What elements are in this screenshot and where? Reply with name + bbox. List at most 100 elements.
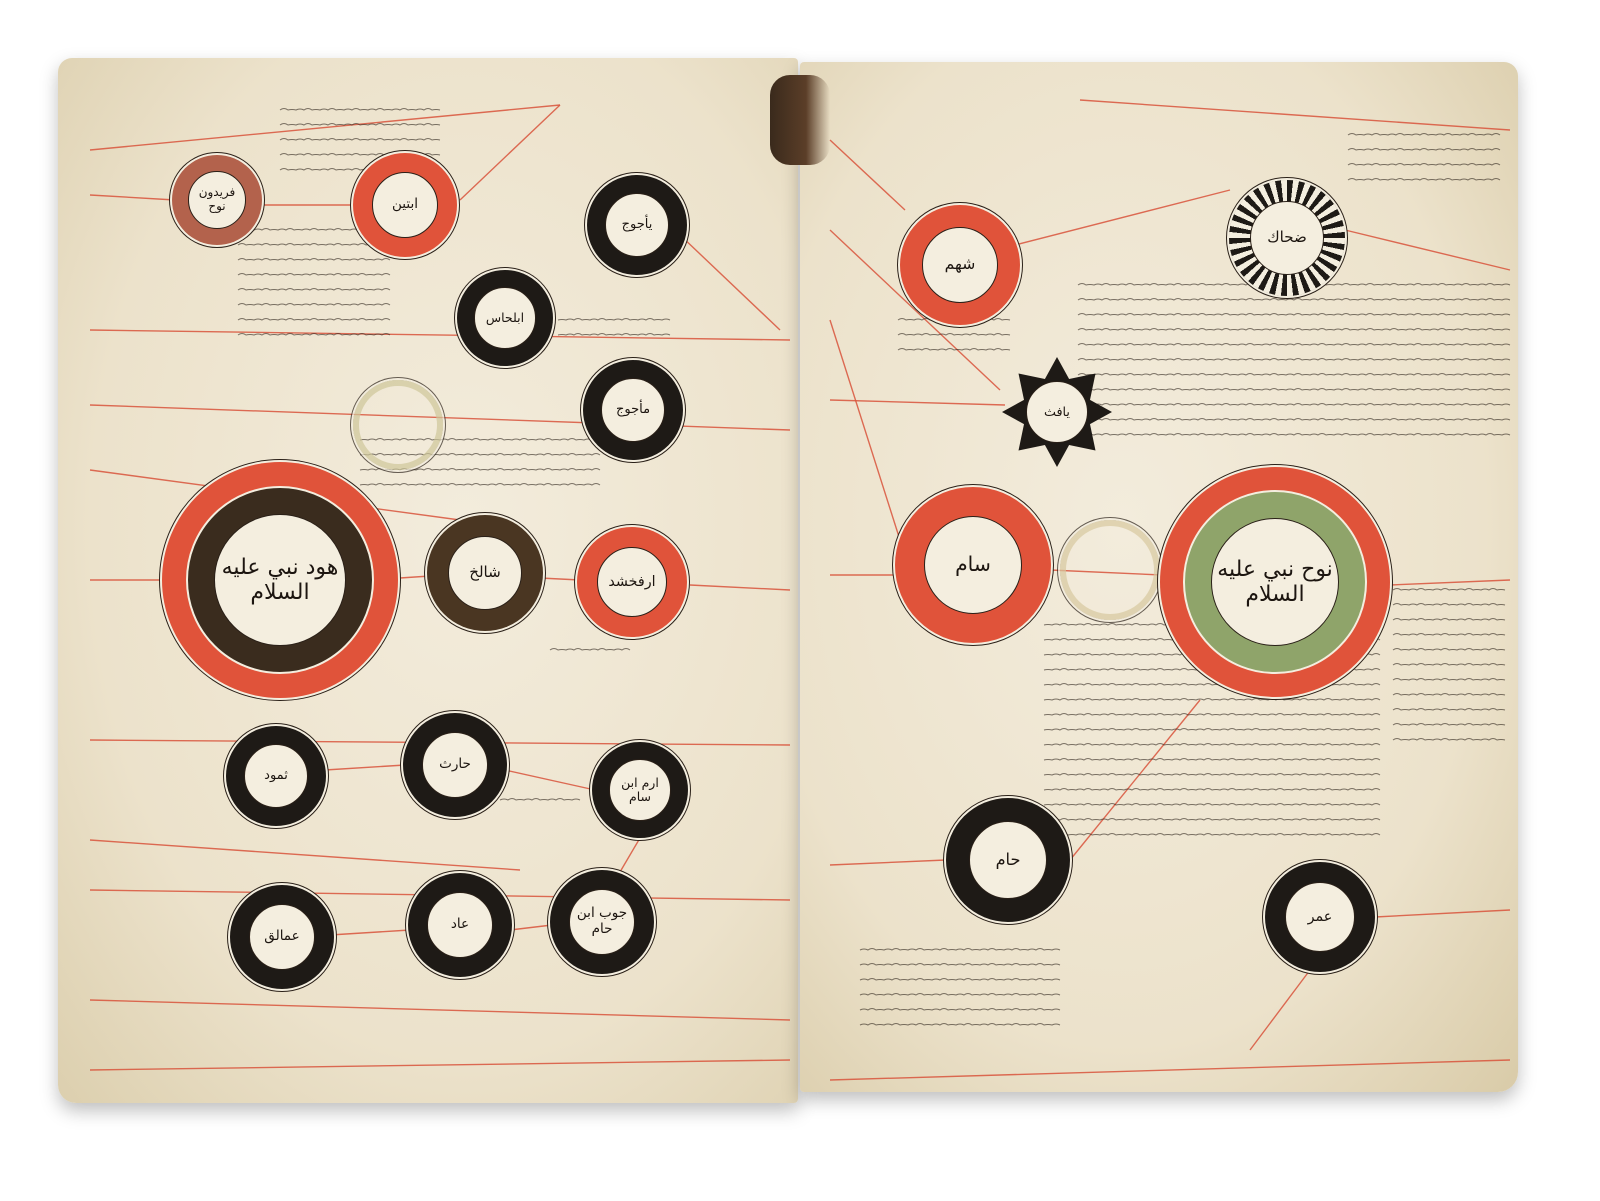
medallion-left-page-2: يأجوج xyxy=(587,175,687,275)
handwritten-annotation xyxy=(279,138,441,141)
handwritten-annotation xyxy=(237,243,391,246)
medallion-name: ارفخشد xyxy=(608,573,656,590)
medallion-left-page-13: عاد xyxy=(408,873,512,977)
handwritten-annotation xyxy=(1043,683,1381,686)
red-line xyxy=(399,575,431,579)
red-line xyxy=(619,837,641,873)
medallion-center: يأجوج xyxy=(605,193,669,257)
medallion-left-page-9: ثمود xyxy=(226,726,326,826)
medallion-name: سام xyxy=(955,552,991,577)
red-line xyxy=(324,764,406,771)
medallion-right-page-7: عمر xyxy=(1265,862,1375,972)
handwritten-annotation xyxy=(1392,603,1506,606)
red-line xyxy=(89,999,791,1021)
handwritten-annotation xyxy=(1077,373,1511,376)
handwritten-annotation xyxy=(557,333,671,336)
medallion-name: عاد xyxy=(450,916,470,933)
handwritten-annotation xyxy=(237,258,391,261)
red-line xyxy=(89,1059,791,1071)
red-line xyxy=(504,769,596,791)
medallion-center: يافث xyxy=(1025,380,1089,444)
handwritten-annotation xyxy=(1043,803,1381,806)
medallion-center: حام xyxy=(968,820,1048,900)
handwritten-annotation xyxy=(859,1023,1061,1026)
medallion-center: نوح نبي عليه السلام xyxy=(1210,517,1340,647)
medallion-name: ابتين xyxy=(392,196,418,213)
red-line xyxy=(829,229,1001,391)
medallion-left-page-0: فريدون نوح xyxy=(172,155,262,245)
handwritten-annotation xyxy=(1347,133,1501,136)
handwritten-annotation xyxy=(1392,663,1506,666)
handwritten-annotation xyxy=(1077,313,1511,316)
red-line xyxy=(1389,579,1511,586)
medallion-center: عمالق xyxy=(248,903,316,971)
medallion-center: ارم ابن سام xyxy=(609,759,671,821)
handwritten-annotation xyxy=(1347,178,1501,181)
medallion-name: ابلحاس xyxy=(485,309,525,325)
handwritten-annotation xyxy=(859,963,1061,966)
medallion-name: يأجوج xyxy=(621,216,653,232)
handwritten-annotation xyxy=(1043,788,1381,791)
handwritten-annotation xyxy=(237,273,391,276)
medallion-center: شالخ xyxy=(448,536,522,610)
medallion-left-page-14: جوب ابن حام xyxy=(550,870,654,974)
handwritten-annotation xyxy=(1043,713,1381,716)
red-line xyxy=(459,104,561,201)
medallion-center: هود نبي عليه السلام xyxy=(214,514,346,646)
medallion-center: مأجوج xyxy=(601,378,665,442)
handwritten-annotation xyxy=(359,483,601,486)
handwritten-annotation xyxy=(237,333,391,336)
medallion-name: مأجوج xyxy=(615,401,651,417)
handwritten-annotation xyxy=(237,288,391,291)
medallion-center: حارث xyxy=(421,731,489,799)
red-line xyxy=(1014,189,1231,246)
red-line xyxy=(509,924,553,931)
handwritten-annotation xyxy=(359,468,601,471)
handwritten-annotation xyxy=(1392,693,1506,696)
red-line xyxy=(1344,229,1511,271)
handwritten-annotation xyxy=(859,978,1061,981)
medallion-right-page-6: حام xyxy=(946,798,1070,922)
handwritten-annotation xyxy=(1043,743,1381,746)
medallion-left-page-1: ابتين xyxy=(353,153,457,257)
handwritten-annotation xyxy=(1077,298,1511,301)
red-line xyxy=(1079,99,1511,131)
book-spine xyxy=(770,75,830,165)
red-line xyxy=(89,104,561,151)
handwritten-annotation xyxy=(1077,418,1511,421)
medallion-right-page-0: شهم xyxy=(900,205,1020,325)
medallion-name: شالخ xyxy=(469,563,501,582)
medallion-left-page-5 xyxy=(353,380,443,470)
medallion-name: عمر xyxy=(1307,908,1333,925)
medallion-name: عمالق xyxy=(264,928,300,945)
medallion-name: هود نبي عليه السلام xyxy=(221,554,339,605)
medallion-left-page-8: ارفخشد xyxy=(577,527,687,637)
red-line xyxy=(829,139,906,211)
handwritten-annotation xyxy=(1392,648,1506,651)
medallion-center: عمر xyxy=(1284,881,1356,953)
red-line xyxy=(829,399,1006,406)
red-line xyxy=(329,929,411,936)
medallion-right-page-4 xyxy=(1060,520,1160,620)
red-line xyxy=(1069,699,1201,861)
handwritten-annotation xyxy=(237,303,391,306)
medallion-name: ضحاك xyxy=(1267,228,1307,247)
medallion-name: نوح نبي عليه السلام xyxy=(1217,556,1333,607)
red-line xyxy=(89,839,521,871)
handwritten-annotation xyxy=(1392,738,1506,741)
medallion-right-page-3: سام xyxy=(895,487,1051,643)
medallion-name: شهم xyxy=(944,255,976,273)
red-line xyxy=(829,319,901,541)
medallion-name: حارث xyxy=(439,756,471,773)
handwritten-annotation xyxy=(1347,148,1501,151)
medallion-left-page-12: عمالق xyxy=(230,885,334,989)
handwritten-annotation xyxy=(499,798,581,801)
medallion-center: جوب ابن حام xyxy=(568,888,636,956)
handwritten-annotation xyxy=(279,108,441,111)
handwritten-annotation xyxy=(859,1008,1061,1011)
medallion-center: ابلحاس xyxy=(474,287,536,349)
medallion-center: سام xyxy=(923,515,1023,615)
medallion-left-page-11: ارم ابن سام xyxy=(592,742,688,838)
handwritten-annotation xyxy=(1392,723,1506,726)
red-line xyxy=(829,859,947,866)
